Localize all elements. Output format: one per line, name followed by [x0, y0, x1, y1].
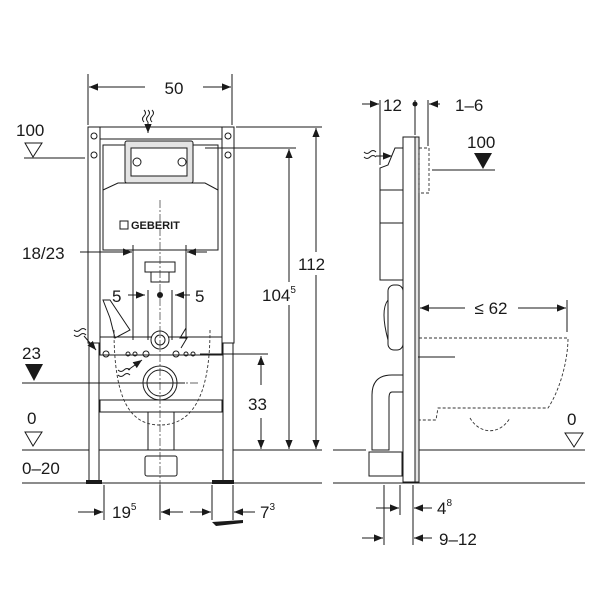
- floor-level-marker: 0: [24, 409, 43, 447]
- brand-label: GEBERIT: [131, 220, 180, 232]
- frame-depth-dimension: 48 9–12: [362, 485, 477, 549]
- wc-bowl-outline: [419, 337, 569, 432]
- wall-panel: [414, 136, 420, 483]
- actuator-level-label-side: 100: [467, 133, 495, 152]
- foot-label: 73: [260, 502, 275, 522]
- drain-level-label: 23: [22, 344, 41, 363]
- actuator-height-label: 1045: [262, 285, 296, 305]
- drain-connection: [102, 200, 211, 490]
- floor-level-label: 0: [27, 409, 36, 428]
- ventilation-icon: [142, 109, 154, 133]
- foot-plate-icon: [212, 520, 243, 526]
- drain-spacing-label: 18/23: [22, 244, 65, 263]
- bowl-projection-label: ≤ 62: [475, 299, 508, 318]
- front-view: GEBERIT: [16, 74, 325, 526]
- wall-range-label: 9–12: [439, 530, 477, 549]
- foot-offset-dimension: 195 73: [78, 485, 275, 526]
- drain-height-dimension: 33: [200, 353, 268, 449]
- depth-dimension: 12 1–6: [362, 96, 483, 165]
- supply-offset-dimension: 5 5: [112, 287, 204, 306]
- actuator-level-marker: 100: [16, 121, 85, 159]
- electric-icon: [179, 327, 188, 349]
- total-height-dimension: 112: [236, 126, 325, 449]
- cistern-side: [379, 147, 404, 351]
- drain-level-marker: 23: [22, 344, 185, 384]
- total-height-label: 112: [298, 255, 325, 274]
- depth-label: 12: [383, 96, 402, 115]
- ventilation-icon-side: [363, 150, 392, 160]
- water-supply-icon: [73, 328, 143, 377]
- actuator-plate-outline: [418, 147, 430, 194]
- actuator-level-marker-side: 100: [432, 133, 495, 171]
- plate-label: 1–6: [455, 96, 483, 115]
- frame-depth-label: 48: [437, 498, 452, 518]
- floor-level-label-side: 0: [567, 410, 576, 429]
- width-dimension: 50: [87, 74, 233, 125]
- floor-range-label: 0–20: [22, 459, 60, 478]
- supply-left-label: 5: [112, 287, 121, 306]
- frame-side: [402, 136, 416, 483]
- bowl-projection-dimension: ≤ 62: [420, 299, 568, 332]
- floor-level-marker-side: 0: [564, 410, 584, 448]
- installation-frame: [86, 126, 235, 484]
- offset-left-label: 195: [112, 502, 137, 522]
- actuator-height-dimension: 1045: [205, 147, 296, 449]
- geberit-logo-icon: [119, 220, 129, 230]
- width-label: 50: [165, 79, 184, 98]
- supply-right-label: 5: [195, 287, 204, 306]
- drain-height-label: 33: [248, 395, 267, 414]
- side-view: 12 1–6 100 ≤ 62 0: [333, 96, 585, 549]
- cistern: GEBERIT: [102, 140, 219, 283]
- actuator-level-label: 100: [16, 121, 44, 140]
- drain-bend-side: [368, 356, 455, 477]
- drain-spacing-dimension: 18/23: [22, 244, 207, 340]
